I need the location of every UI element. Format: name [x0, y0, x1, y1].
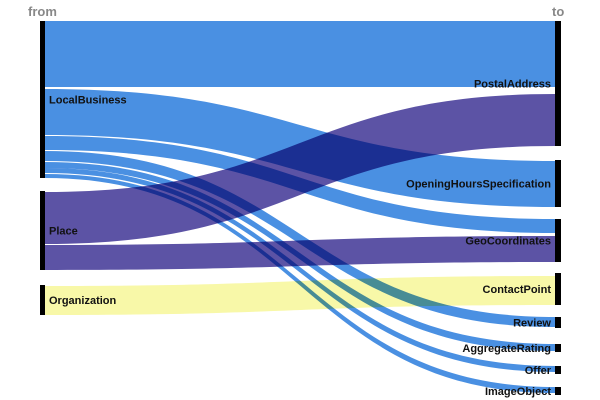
flow-organization-to-contactpoint[interactable] — [45, 276, 555, 315]
node-label-aggregaterating: AggregateRating — [462, 343, 551, 355]
node-label-contactpoint: ContactPoint — [483, 284, 552, 296]
node-imageobject[interactable] — [555, 387, 561, 395]
node-label-organization: Organization — [49, 295, 117, 307]
node-contactpoint[interactable] — [555, 273, 561, 305]
node-localbusiness[interactable] — [40, 21, 45, 178]
flow-localbusiness-to-offer[interactable] — [45, 168, 555, 372]
node-label-geocoordinates: GeoCoordinates — [465, 235, 551, 247]
node-offer[interactable] — [555, 366, 561, 374]
node-organization[interactable] — [40, 285, 45, 315]
node-aggregaterating[interactable] — [555, 344, 561, 352]
node-openinghoursspecification[interactable] — [555, 160, 561, 207]
flow-localbusiness-to-review[interactable] — [45, 151, 555, 327]
node-review[interactable] — [555, 317, 561, 328]
node-label-place: Place — [49, 225, 78, 237]
node-postaladdress[interactable] — [555, 21, 561, 146]
flow-localbusiness-to-postaladdress[interactable] — [45, 21, 555, 87]
flow-place-to-geocoordinates[interactable] — [45, 236, 555, 270]
node-label-openinghoursspecification: OpeningHoursSpecification — [406, 178, 551, 190]
column-header-to: to — [552, 4, 565, 19]
node-label-postaladdress: PostalAddress — [474, 78, 551, 90]
flow-place-to-postaladdress[interactable] — [45, 94, 555, 244]
node-label-offer: Offer — [525, 365, 552, 377]
node-label-localbusiness: LocalBusiness — [49, 94, 127, 106]
node-label-review: Review — [513, 317, 551, 329]
node-geocoordinates[interactable] — [555, 219, 561, 262]
node-label-imageobject: ImageObject — [485, 386, 551, 398]
column-header-from: from — [28, 4, 57, 19]
node-place[interactable] — [40, 191, 45, 270]
